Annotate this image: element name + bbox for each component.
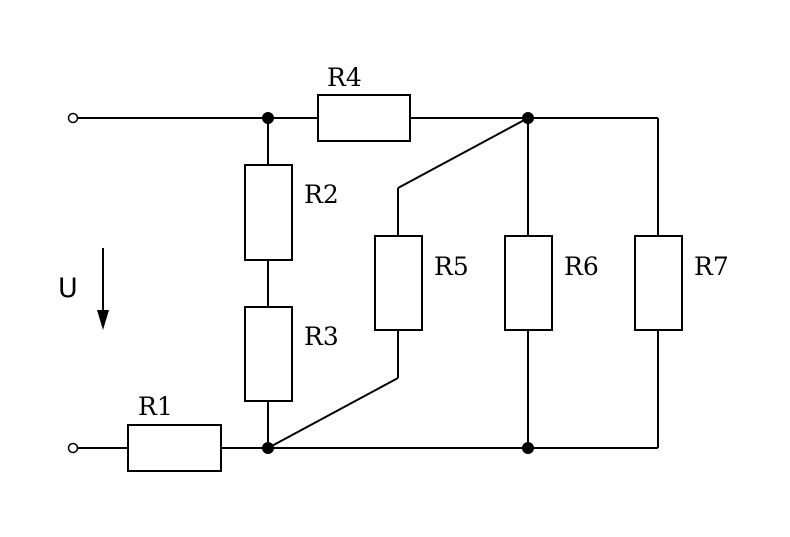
resistor-r3: [244, 306, 293, 402]
voltage-arrow-icon: [97, 248, 109, 330]
resistor-r1: [127, 424, 222, 472]
resistor-r4: [317, 94, 411, 142]
terminal-bottom: [67, 442, 79, 454]
terminal-top: [67, 112, 79, 124]
label-r6: R6: [564, 252, 599, 281]
resistor-r5: [374, 235, 423, 331]
resistor-r2: [244, 164, 293, 261]
resistor-r7: [634, 235, 683, 331]
junction-node-bottom-left: [262, 442, 274, 454]
label-r4: R4: [327, 63, 362, 92]
wires: [78, 117, 659, 449]
wire-r5-diag-bottom: [267, 377, 399, 449]
resistor-r6: [504, 235, 553, 331]
label-r1: R1: [138, 392, 173, 421]
wire-r5-diag-top: [397, 117, 529, 189]
junction-node-top-left: [262, 112, 274, 124]
label-r2: R2: [304, 180, 339, 209]
junction-node-top-right: [522, 112, 534, 124]
label-r5: R5: [434, 252, 469, 281]
junction-node-bottom-right: [522, 442, 534, 454]
label-r7: R7: [694, 252, 729, 281]
voltage-label: U: [58, 273, 78, 304]
label-r3: R3: [304, 322, 339, 351]
